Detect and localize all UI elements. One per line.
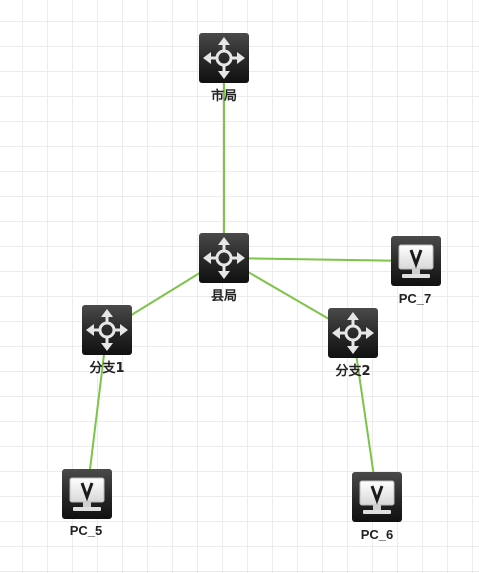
node-label-pc7: PC_7 (398, 291, 432, 306)
node-label-xianju: 县局 (210, 289, 238, 304)
node-label-shiju: 市局 (210, 89, 238, 104)
pc-node-pc7[interactable] (391, 236, 441, 286)
link-layer (86, 58, 417, 498)
router-icon (332, 312, 374, 354)
pc-monitor-icon (359, 480, 395, 514)
node-label-fenzhi2: 分支2 (335, 364, 371, 379)
node-label-pc5: PC_5 (69, 523, 103, 538)
pc-monitor-icon (398, 244, 434, 278)
router-node-fenzhi2[interactable] (328, 308, 378, 358)
router-icon (203, 37, 245, 79)
link-fenzhi2-pc6[interactable] (352, 332, 378, 498)
link-fenzhi1-pc5[interactable] (86, 329, 108, 495)
router-node-shiju[interactable] (199, 33, 249, 83)
router-node-xianju[interactable] (199, 233, 249, 283)
node-label-pc6: PC_6 (360, 527, 394, 542)
router-icon (86, 309, 128, 351)
node-label-fenzhi1: 分支1 (89, 361, 125, 376)
pc-node-pc6[interactable] (352, 472, 402, 522)
pc-monitor-icon (69, 477, 105, 511)
link-xianju-pc7[interactable] (223, 257, 417, 262)
router-icon (203, 237, 245, 279)
router-node-fenzhi1[interactable] (82, 305, 132, 355)
pc-node-pc5[interactable] (62, 469, 112, 519)
